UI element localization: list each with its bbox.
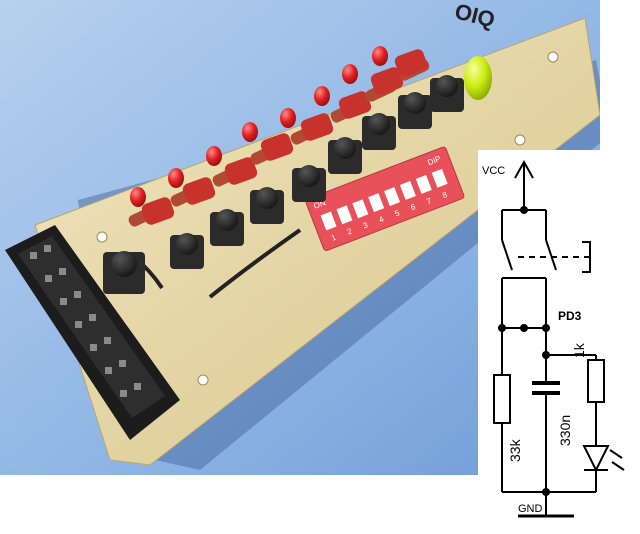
dip-number: 7 [425,196,433,206]
led-icon [342,64,358,84]
dip-switch[interactable]: ON DIP 1 2 3 4 5 6 7 8 [305,146,465,251]
capacitor-icon [260,133,294,161]
dip-number: 5 [393,208,401,218]
led-icon [280,108,296,128]
vcc-label: VCC [482,165,505,177]
junction-dots [498,206,550,496]
dip-label-dip: DIP [426,154,442,167]
led-icon [314,86,330,106]
capacitor-icon [182,177,216,205]
switch-icon [501,239,557,271]
pd3-label: PD3 [558,309,582,323]
arrow-up-icon [514,159,534,210]
dip-number: 8 [441,190,449,200]
wire-jumper [208,228,302,299]
capacitor-label: 330n [557,415,573,446]
r-led-label: 1k [571,342,587,358]
led-icon [130,187,146,207]
schematic: VCC PD3 GND 33k 330n 1k [478,150,640,534]
led-icon [206,146,222,166]
r-pulldown-label: 33k [507,438,523,462]
component-row [103,46,492,294]
box-header-connector [5,225,180,440]
mounting-hole [514,134,526,146]
dip-number: 3 [362,220,370,230]
schematic-background [478,150,640,534]
capacitor-icon [300,113,334,141]
mounting-hole [547,51,559,63]
capacitor-icon [141,197,175,225]
mounting-hole [96,231,108,243]
capacitor-icon [338,91,372,119]
led-icon [242,122,258,142]
mounting-hole [197,374,209,386]
led-icon [464,56,492,100]
gnd-label: GND [518,503,543,515]
dip-number: 6 [409,202,417,212]
capacitor-icon [370,67,404,95]
capacitor-icon [224,157,258,185]
led-icon [372,46,388,66]
dip-number: 1 [330,233,338,243]
dip-number: 2 [346,226,354,236]
pcb-board [34,17,600,466]
dip-number: 4 [378,214,386,224]
capacitor-icon [394,49,428,77]
led-icon [168,168,184,188]
